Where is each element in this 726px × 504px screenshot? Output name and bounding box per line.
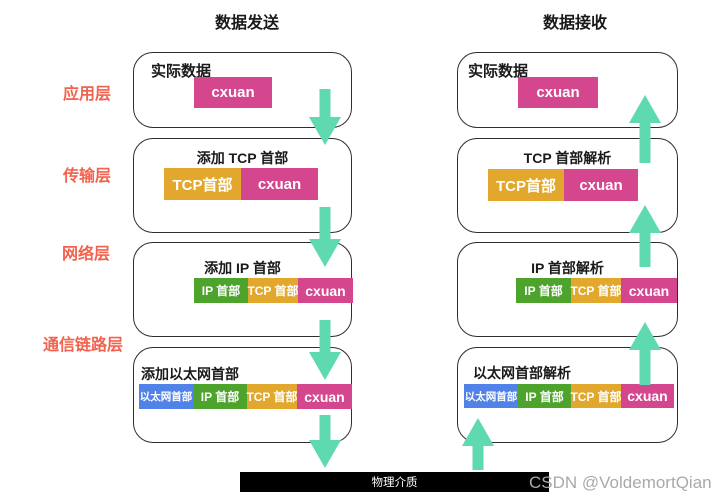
receive-column-title: 数据接收: [543, 15, 608, 32]
receive-application-box: 实际数据 cxuan: [457, 52, 678, 128]
segment-payload: cxuan: [297, 384, 352, 409]
physical-medium-bar: 物理介质: [240, 472, 549, 492]
box-title: 添加 TCP 首部: [196, 150, 289, 166]
box-title: 以太网首部解析: [473, 365, 571, 381]
packet-row: IP 首部 TCP 首部 cxuan: [194, 278, 353, 303]
box-title: 实际数据: [151, 63, 212, 80]
up-arrow-icon: [462, 418, 494, 470]
down-arrow-icon: [309, 415, 341, 468]
watermark: CSDN @VoldemortQian: [529, 473, 712, 492]
box-title: 添加 IP 首部: [204, 260, 281, 276]
layer-label-transport: 传输层: [63, 168, 112, 185]
segment-ip-header: IP 首部: [193, 384, 247, 409]
segment-ethernet-header: 以太网首部: [464, 384, 518, 408]
segment-ip-header: IP 首部: [518, 384, 571, 408]
packet-row: cxuan: [194, 77, 272, 108]
physical-medium-label: 物理介质: [371, 477, 418, 489]
down-arrow-icon: [309, 320, 341, 380]
segment-ip-header: IP 首部: [194, 278, 248, 303]
segment-payload: cxuan: [621, 384, 674, 408]
box-title: 添加以太网首部: [141, 366, 239, 382]
send-column-title: 数据发送: [215, 15, 280, 32]
segment-payload: cxuan: [564, 169, 638, 201]
send-transport-box: 添加 TCP 首部 TCP首部 cxuan: [133, 138, 352, 233]
segment-ip-header: IP 首部: [516, 278, 571, 303]
box-title: 实际数据: [468, 63, 529, 80]
receive-link-box: 以太网首部解析 以太网首部 IP 首部 TCP 首部 cxuan: [457, 347, 678, 443]
down-arrow-icon: [309, 207, 341, 267]
segment-tcp-header: TCP 首部: [570, 278, 622, 303]
segment-payload: cxuan: [298, 278, 353, 303]
send-application-box: 实际数据 cxuan: [133, 52, 352, 128]
packet-row: IP 首部 TCP 首部 cxuan: [516, 278, 677, 303]
down-arrow-icon: [309, 89, 341, 145]
packet-row: 以太网首部 IP 首部 TCP 首部 cxuan: [464, 384, 674, 408]
segment-payload: cxuan: [518, 77, 598, 108]
segment-payload: cxuan: [621, 278, 677, 303]
send-network-box: 添加 IP 首部 IP 首部 TCP 首部 cxuan: [133, 242, 353, 337]
segment-tcp-header: TCP 首部: [246, 384, 298, 409]
segment-tcp-header: TCP 首部: [247, 278, 299, 303]
layer-label-network: 网络层: [62, 246, 111, 263]
segment-payload: cxuan: [194, 77, 272, 108]
box-title: IP 首部解析: [531, 260, 604, 276]
box-title: TCP 首部解析: [523, 150, 612, 166]
up-arrow-icon: [629, 322, 661, 385]
packet-row: cxuan: [518, 77, 598, 108]
up-arrow-icon: [629, 95, 661, 163]
packet-row: TCP首部 cxuan: [488, 169, 638, 201]
segment-payload: cxuan: [241, 168, 318, 200]
packet-row: 以太网首部 IP 首部 TCP 首部 cxuan: [139, 384, 352, 409]
segment-tcp-header: TCP首部: [164, 168, 241, 200]
layer-label-application: 应用层: [63, 86, 112, 103]
segment-ethernet-header: 以太网首部: [139, 384, 193, 409]
segment-tcp-header: TCP首部: [488, 169, 564, 201]
up-arrow-icon: [629, 205, 661, 267]
layer-label-link: 通信链路层: [43, 337, 124, 354]
packet-row: TCP首部 cxuan: [164, 168, 318, 200]
segment-tcp-header: TCP 首部: [570, 384, 622, 408]
